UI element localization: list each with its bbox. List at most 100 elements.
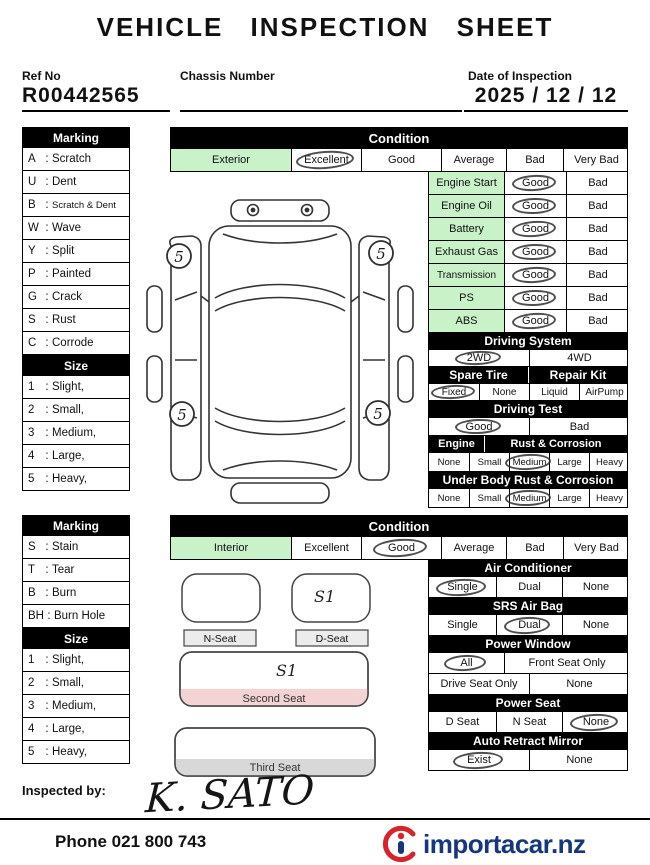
check-row-abs: ABS Good Bad bbox=[428, 309, 628, 333]
srs-airbag-header: SRS Air Bag bbox=[428, 597, 628, 615]
chassis-number-line bbox=[180, 110, 462, 112]
air-conditioner-row: Single Dual None bbox=[428, 576, 628, 598]
option-all: All bbox=[429, 653, 504, 673]
option-4wd: 4WD bbox=[529, 350, 627, 366]
marking-label: Scratch bbox=[52, 153, 91, 165]
option-liquid: Liquid bbox=[529, 384, 579, 400]
exterior-condition-header: Condition bbox=[170, 127, 628, 149]
inspector-signature: K. SATO bbox=[144, 767, 316, 823]
second-seat-label: Second Seat bbox=[243, 693, 306, 705]
marking-row: G:Crack bbox=[22, 286, 130, 309]
option-good: Good bbox=[504, 264, 566, 286]
marking-code: A bbox=[28, 153, 36, 165]
rating-option-bad: Bad bbox=[506, 149, 563, 171]
exterior-marking-header: Marking bbox=[22, 127, 130, 148]
size-row: 3:Medium, bbox=[22, 422, 130, 445]
option-good: Good bbox=[504, 172, 566, 194]
option-dual: Dual bbox=[496, 615, 562, 635]
option-bad: Bad bbox=[566, 241, 627, 263]
ref-no-value: R00442565 bbox=[22, 84, 170, 112]
size-row: 4:Large, bbox=[22, 718, 130, 741]
size-row: 4:Large, bbox=[22, 445, 130, 468]
logo-text: importacar.nz bbox=[423, 828, 586, 859]
marking-label: Rust bbox=[52, 314, 76, 326]
marking-row: P:Painted bbox=[22, 263, 130, 286]
n-seat-tag: N-Seat bbox=[204, 633, 237, 645]
exterior-size-header: Size bbox=[22, 355, 130, 376]
option-dual: Dual bbox=[496, 577, 562, 597]
size-row: 5:Heavy, bbox=[22, 741, 130, 764]
power-seat-header: Power Seat bbox=[428, 694, 628, 712]
option-good: Good bbox=[504, 218, 566, 240]
footer-divider bbox=[0, 818, 650, 820]
size-row: 3:Medium, bbox=[22, 695, 130, 718]
marking-label: Scratch & Dent bbox=[52, 199, 116, 211]
rust-row: None Small Medium Large Heavy bbox=[428, 452, 628, 472]
option-none: None bbox=[529, 674, 627, 694]
option-airpump: AirPump bbox=[579, 384, 627, 400]
engine-rust-header: Engine Rust & Corrosion bbox=[428, 435, 628, 453]
marking-label: Corrode bbox=[52, 337, 94, 349]
option-none: None bbox=[562, 615, 627, 635]
marking-code: G bbox=[28, 291, 37, 303]
marking-row: S:Stain bbox=[22, 536, 130, 559]
footer-logo: importacar.nz bbox=[382, 824, 586, 864]
driving-system-header: Driving System bbox=[428, 332, 628, 350]
option-good: Good bbox=[504, 310, 566, 332]
damage-mark: 5 bbox=[376, 245, 386, 263]
marking-label: Painted bbox=[52, 268, 92, 280]
check-row-engine-start: Engine Start Good Bad bbox=[428, 171, 628, 195]
size-row: 5:Heavy, bbox=[22, 468, 130, 491]
rating-option-excellent: Excellent bbox=[291, 537, 361, 559]
option-exist: Exist bbox=[429, 750, 529, 770]
marking-code: C bbox=[28, 337, 37, 349]
d-seat-mark: S1 bbox=[314, 587, 335, 606]
option-heavy: Heavy bbox=[589, 489, 627, 507]
auto-retract-mirror-header: Auto Retract Mirror bbox=[428, 732, 628, 750]
damage-mark: 5 bbox=[177, 406, 187, 424]
marking-row: W:Wave bbox=[22, 217, 130, 240]
option-medium: Medium bbox=[509, 489, 549, 507]
option-small: Small bbox=[469, 489, 509, 507]
marking-label: Wave bbox=[52, 222, 81, 234]
spare-tire-header: Spare Tire bbox=[449, 368, 508, 382]
power-window-header: Power Window bbox=[428, 635, 628, 653]
air-conditioner-header: Air Conditioner bbox=[428, 559, 628, 577]
option-bad: Bad bbox=[566, 264, 627, 286]
option-none: None bbox=[479, 384, 529, 400]
option-bad: Bad bbox=[566, 218, 627, 240]
srs-airbag-row: Single Dual None bbox=[428, 614, 628, 636]
option-d-seat: D Seat bbox=[429, 712, 496, 732]
marking-code: B bbox=[28, 199, 36, 211]
rating-option-excellent: Excellent bbox=[291, 149, 361, 171]
logo-icon bbox=[382, 825, 416, 863]
option-good: Good bbox=[504, 195, 566, 217]
marking-row: S:Rust bbox=[22, 309, 130, 332]
repair-kit-header: Repair Kit bbox=[528, 367, 627, 383]
interior-condition-header: Condition bbox=[170, 515, 628, 537]
rating-option-verybad: Very Bad bbox=[563, 537, 627, 559]
option-drive-seat-only: Drive Seat Only bbox=[429, 674, 529, 694]
driving-test-row: Good Bad bbox=[428, 417, 628, 436]
option-none: None bbox=[562, 712, 627, 732]
option-n-seat: N Seat bbox=[496, 712, 562, 732]
marking-label: Crack bbox=[52, 291, 83, 303]
interior-rating-row: Interior Excellent Good Average Bad Very… bbox=[170, 536, 628, 560]
check-row-ps: PS Good Bad bbox=[428, 286, 628, 310]
driving-test-header: Driving Test bbox=[428, 400, 628, 418]
exterior-label-cell: Exterior bbox=[171, 149, 291, 171]
marking-code: U bbox=[28, 176, 37, 188]
rating-option-verybad: Very Bad bbox=[563, 149, 627, 171]
date-value: 2025 / 12 / 12 bbox=[464, 84, 628, 112]
option-none: None bbox=[429, 489, 469, 507]
rating-option-bad: Bad bbox=[506, 537, 563, 559]
damage-mark: 5 bbox=[174, 248, 184, 266]
option-good: Good bbox=[429, 418, 529, 435]
marking-row: C:Corrode bbox=[22, 332, 130, 355]
damage-marks: 5 5 5 5 bbox=[166, 240, 394, 427]
size-row: 1:Slight, bbox=[22, 649, 130, 672]
second-seat-mark: S1 bbox=[276, 661, 297, 680]
option-heavy: Heavy bbox=[589, 453, 627, 471]
size-row: 2:Small, bbox=[22, 672, 130, 695]
